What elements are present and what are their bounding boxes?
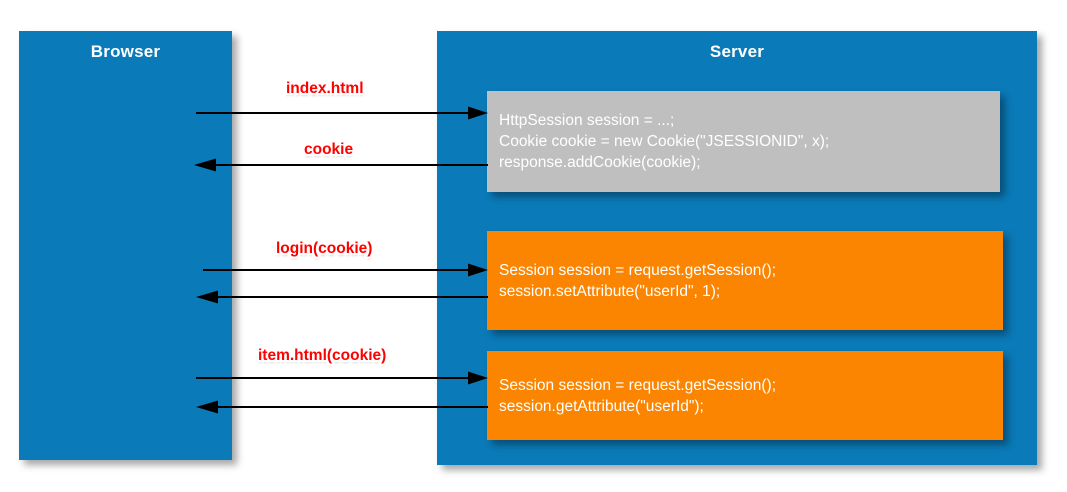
arrow-index-html [196,106,488,120]
arrow-cookie [194,158,488,172]
message-label-cookie: cookie [304,141,354,158]
arrow-item-response [196,400,488,414]
code-block-session-get-attribute: Session session = request.getSession(); … [487,351,1003,440]
browser-panel-title: Browser [90,42,161,61]
message-label-item-html-cookie: item.html(cookie) [258,347,387,364]
code-line: HttpSession session = ...; [499,112,675,129]
code-block-session-set-attribute: Session session = request.getSession(); … [487,231,1003,330]
code-line: Session session = request.getSession(); [499,376,776,394]
arrow-login-response [196,290,488,304]
code-line: Session session = request.getSession(); [499,261,776,279]
code-line: session.getAttribute("userId"); [499,397,704,415]
code-line: response.addCookie(cookie); [499,154,701,171]
code-line: session.setAttribute("userId", 1); [499,282,721,300]
code-block-session-create: HttpSession session = ...; Cookie cookie… [487,91,1000,192]
server-panel-title: Server [709,42,765,61]
message-label-index-html: index.html [286,80,364,97]
message-label-login-cookie: login(cookie) [276,240,373,257]
browser-lifeline-panel: Browser [19,31,232,460]
arrow-item-html-cookie [196,371,488,385]
arrow-login-cookie [203,263,488,277]
code-line: Cookie cookie = new Cookie("JSESSIONID",… [499,133,830,150]
